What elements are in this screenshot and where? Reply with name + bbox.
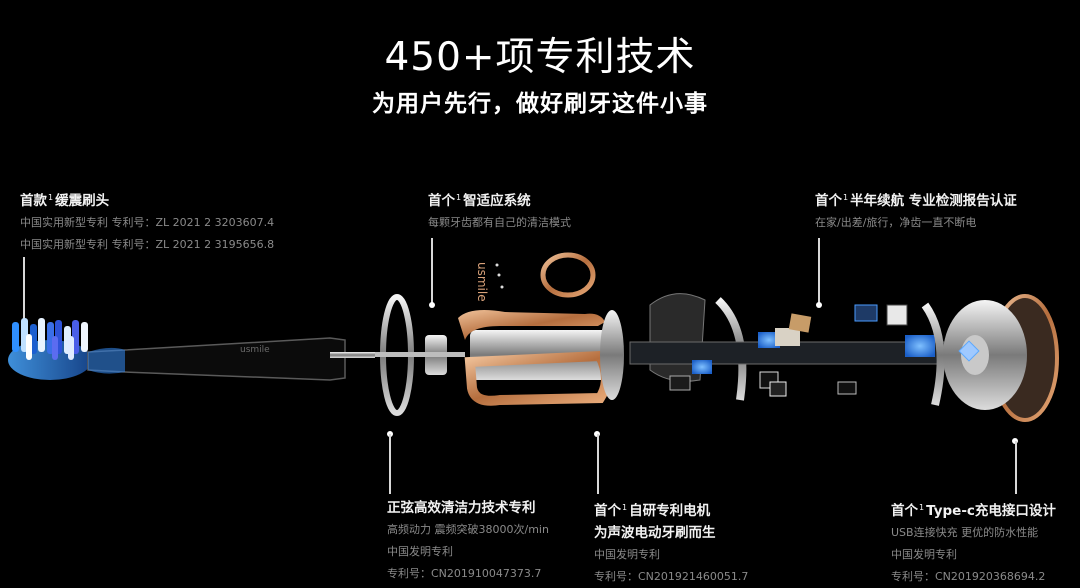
charging-end-cap (943, 294, 1059, 422)
brush-head: usmile (8, 318, 375, 381)
motor: usmile (458, 252, 624, 406)
connector-dot (816, 302, 822, 308)
circuit-board (629, 293, 951, 406)
connector-line (597, 434, 599, 494)
svg-text:usmile: usmile (475, 262, 489, 302)
patent-line: 中国实用新型专利 专利号：ZL 2021 2 3203607.4 (20, 216, 275, 229)
page-subtitle: 为用户先行，做好刷牙这件小事 (372, 91, 708, 117)
patent-type: 中国发明专利 (891, 548, 957, 561)
patent-type: 中国发明专利 (594, 548, 660, 561)
callout-desc: 在家/出差/旅行，净齿一直不断电 (815, 216, 977, 229)
callout-sine-cleaning: 正弦高效清洁力技术专利 高频动力 震频突破38000次/min 中国发明专利 专… (387, 497, 549, 585)
connector-line (23, 257, 25, 321)
svg-text:usmile: usmile (240, 345, 270, 355)
connector-line (1015, 441, 1017, 494)
connector-line (389, 434, 391, 494)
exploded-toothbrush-illustration: usmile usmile (8, 252, 1059, 422)
patent-line: 中国实用新型专利 专利号：ZL 2021 2 3195656.8 (20, 238, 275, 251)
connector-line (431, 238, 433, 304)
callout-desc: 高频动力 震频突破38000次/min (387, 523, 549, 536)
patent-number: 专利号：CN201910047373.7 (387, 567, 542, 580)
callout-desc: USB连接快充 更优的防水性能 (891, 526, 1039, 539)
page-title: 450+项专利技术 (384, 35, 696, 80)
connector-dot (429, 302, 435, 308)
callout-title: 正弦高效清洁力技术专利 (387, 500, 536, 516)
callout-title-line2: 为声波电动牙刷而生 (594, 525, 716, 541)
connector-line (818, 238, 820, 304)
patent-number: 专利号：CN201921460051.7 (594, 570, 749, 583)
patent-type: 中国发明专利 (387, 545, 453, 558)
callout-desc: 每颗牙齿都有自己的清洁模式 (428, 216, 571, 229)
patent-number: 专利号：CN201920368694.2 (891, 570, 1046, 583)
